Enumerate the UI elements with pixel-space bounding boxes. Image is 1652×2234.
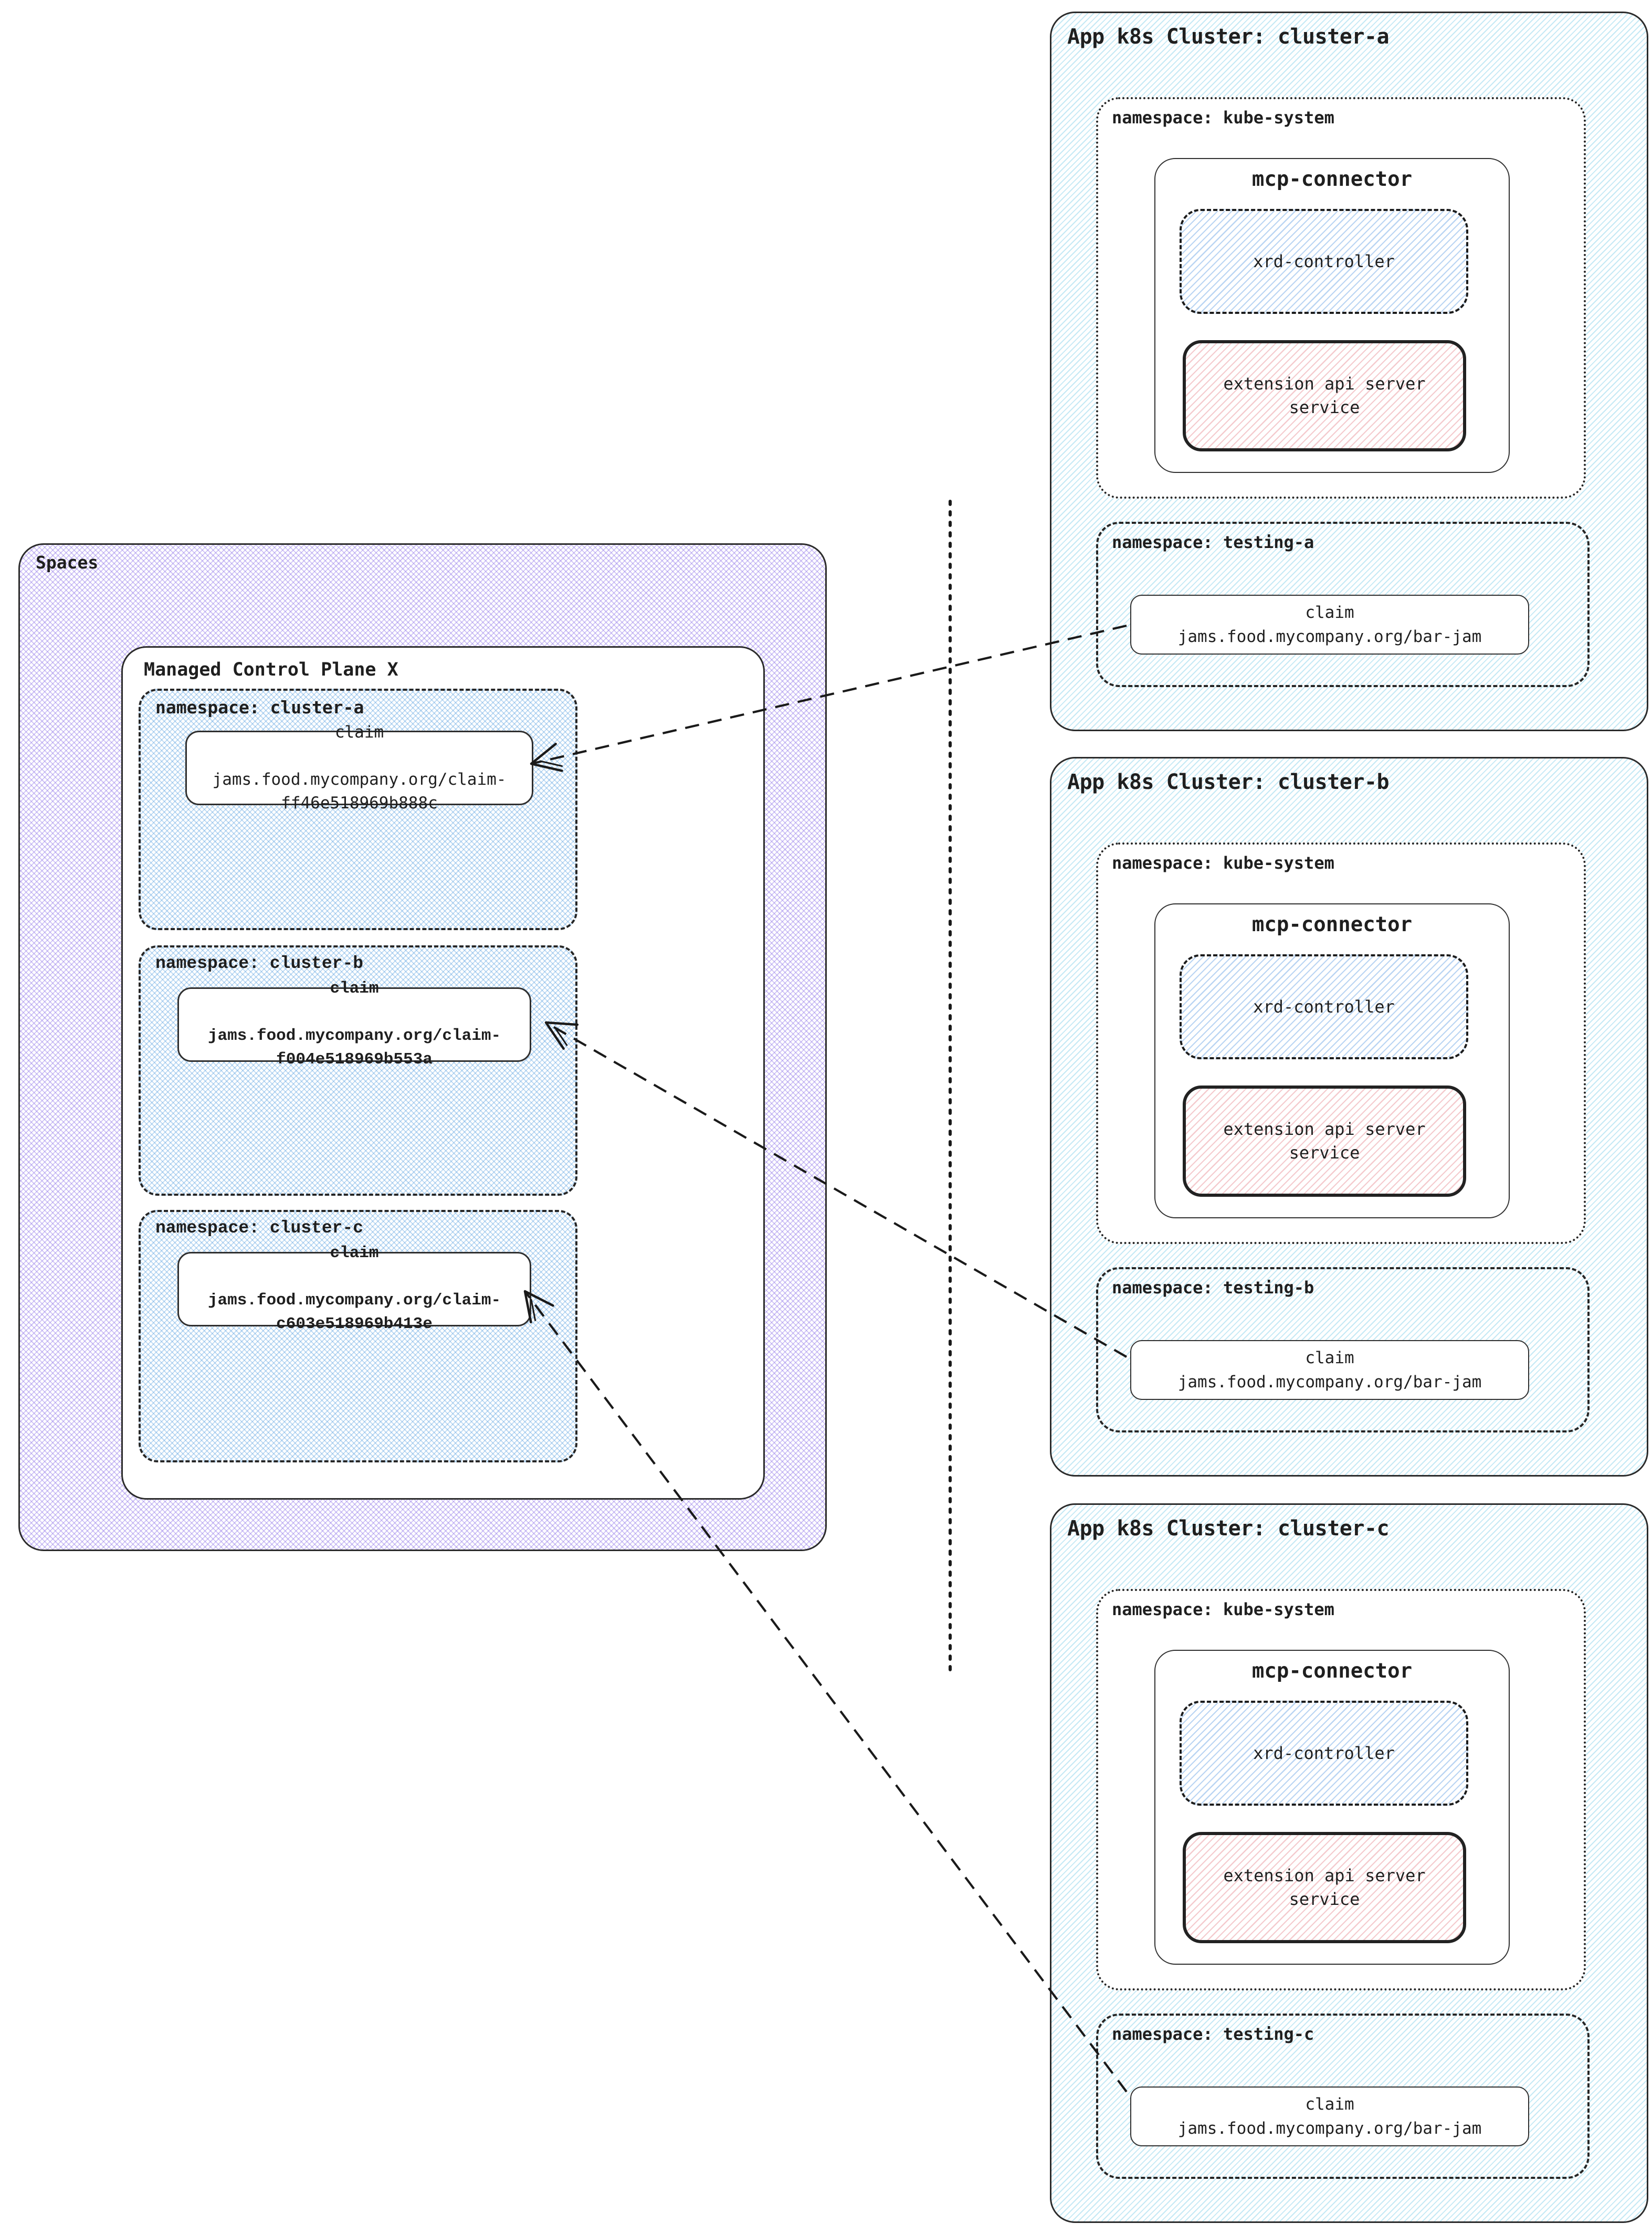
claim-name: jams.food.mycompany.org/bar-jam xyxy=(1177,1373,1482,1392)
namespace-testing-c: namespace: testing-c claim jams.food.myc… xyxy=(1096,2014,1590,2179)
claim-title: claim xyxy=(330,979,379,998)
namespace-kube-system: namespace: kube-system mcp-connector xrd… xyxy=(1096,97,1586,499)
extension-api-server-label: extension api server service xyxy=(1223,1866,1426,1909)
extension-api-server-label: extension api server service xyxy=(1223,374,1426,417)
claim-title: claim xyxy=(1305,1348,1354,1367)
claim-name: jams.food.mycompany.org/bar-jam xyxy=(1177,2119,1482,2138)
namespace-kube-system: namespace: kube-system mcp-connector xrd… xyxy=(1096,1589,1586,1990)
namespace-label: namespace: cluster-b xyxy=(155,954,364,973)
mcp-connector-title: mcp-connector xyxy=(1251,1659,1413,1683)
claim-name: jams.food.mycompany.org/claim- f004e5189… xyxy=(207,1027,501,1069)
claim-box-testing-b: claim jams.food.mycompany.org/bar-jam xyxy=(1130,1340,1529,1400)
xrd-controller-label: xrd-controller xyxy=(1253,997,1395,1017)
namespace-kube-system: namespace: kube-system mcp-connector xrd… xyxy=(1096,842,1586,1244)
cluster-title: App k8s Cluster: cluster-a xyxy=(1067,25,1390,49)
namespace-label: namespace: testing-c xyxy=(1112,2024,1314,2044)
mcp-connector: mcp-connector xrd-controller extension a… xyxy=(1154,158,1510,473)
mcp-connector: mcp-connector xrd-controller extension a… xyxy=(1154,903,1510,1218)
extension-api-server-service: extension api server service xyxy=(1183,1832,1466,1943)
cluster-panel-a: App k8s Cluster: cluster-a namespace: ku… xyxy=(1050,12,1648,731)
namespace-label: namespace: kube-system xyxy=(1112,1599,1334,1619)
namespace-label: namespace: kube-system xyxy=(1112,853,1334,873)
cluster-panel-c: App k8s Cluster: cluster-c namespace: ku… xyxy=(1050,1503,1648,2223)
cluster-panel-b: App k8s Cluster: cluster-b namespace: ku… xyxy=(1050,757,1648,1477)
managed-control-plane-title: Managed Control Plane X xyxy=(144,659,398,680)
namespace-cluster-a: namespace: cluster-a claim jams.food.myc… xyxy=(139,689,577,930)
claim-title: claim xyxy=(334,723,384,742)
mcp-connector: mcp-connector xrd-controller extension a… xyxy=(1154,1650,1510,1965)
claim-title: claim xyxy=(1305,2094,1354,2114)
cluster-title: App k8s Cluster: cluster-b xyxy=(1067,770,1390,794)
namespace-cluster-b: namespace: cluster-b claim jams.food.myc… xyxy=(139,945,577,1196)
claim-box-testing-a: claim jams.food.mycompany.org/bar-jam xyxy=(1130,595,1529,655)
xrd-controller-label: xrd-controller xyxy=(1253,1743,1395,1763)
namespace-cluster-c: namespace: cluster-c claim jams.food.myc… xyxy=(139,1210,577,1462)
namespace-testing-b: namespace: testing-b claim jams.food.myc… xyxy=(1096,1267,1590,1432)
namespace-label: namespace: cluster-a xyxy=(155,697,364,718)
namespace-label: namespace: cluster-c xyxy=(155,1218,364,1238)
claim-name: jams.food.mycompany.org/bar-jam xyxy=(1177,627,1482,646)
claim-title: claim xyxy=(1305,603,1354,622)
mcp-connector-title: mcp-connector xyxy=(1251,913,1413,936)
extension-api-server-service: extension api server service xyxy=(1183,1086,1466,1197)
xrd-controller: xrd-controller xyxy=(1180,1701,1468,1806)
extension-api-server-service: extension api server service xyxy=(1183,340,1466,451)
cluster-title: App k8s Cluster: cluster-c xyxy=(1067,1516,1390,1541)
spaces-panel: Spaces Managed Control Plane X namespace… xyxy=(18,543,827,1551)
xrd-controller: xrd-controller xyxy=(1180,209,1468,314)
extension-api-server-label: extension api server service xyxy=(1223,1119,1426,1163)
claim-box-cluster-b: claim jams.food.mycompany.org/claim- f00… xyxy=(177,979,531,1069)
claim-text: claim jams.food.mycompany.org/claim- ff4… xyxy=(213,721,507,815)
managed-control-plane-panel: Managed Control Plane X namespace: clust… xyxy=(121,646,765,1500)
claim-name: jams.food.mycompany.org/claim- c603e5189… xyxy=(207,1291,501,1333)
claim-text: claim jams.food.mycompany.org/claim- f00… xyxy=(208,977,501,1072)
namespace-label: namespace: testing-b xyxy=(1112,1278,1314,1298)
claim-text: claim jams.food.mycompany.org/claim- c60… xyxy=(208,1242,501,1336)
namespace-label: namespace: testing-a xyxy=(1112,532,1314,552)
namespace-testing-a: namespace: testing-a claim jams.food.myc… xyxy=(1096,522,1590,687)
claim-box-testing-c: claim jams.food.mycompany.org/bar-jam xyxy=(1130,2087,1529,2146)
claim-title: claim xyxy=(330,1244,379,1263)
claim-name: jams.food.mycompany.org/claim- ff46e5189… xyxy=(212,770,507,813)
xrd-controller-label: xrd-controller xyxy=(1253,251,1395,271)
mcp-connector-title: mcp-connector xyxy=(1251,167,1413,191)
claim-box-cluster-c: claim jams.food.mycompany.org/claim- c60… xyxy=(177,1244,531,1333)
spaces-title: Spaces xyxy=(36,552,99,573)
claim-box-cluster-a: claim jams.food.mycompany.org/claim- ff4… xyxy=(185,723,533,813)
xrd-controller: xrd-controller xyxy=(1180,954,1468,1059)
namespace-label: namespace: kube-system xyxy=(1112,108,1334,128)
